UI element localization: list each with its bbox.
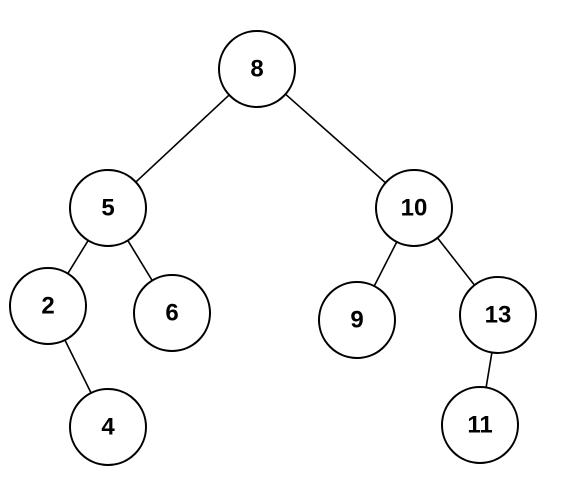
edge-n8-n10 [284,93,387,184]
node-label: 9 [350,307,363,334]
tree-node-2: 2 [9,267,87,345]
edge-n8-n5 [135,94,230,183]
tree-node-5: 5 [69,169,147,247]
nodes-layer: 8 5 10 2 6 9 13 4 11 [9,30,537,466]
edge-n5-n6 [127,239,153,282]
tree-node-11: 11 [441,386,519,464]
tree-node-13: 13 [459,276,537,354]
tree-node-8: 8 [218,30,296,108]
node-circle [9,267,87,345]
node-circle [441,386,519,464]
tree-node-9: 9 [318,281,396,359]
node-circle [318,281,396,359]
node-label: 13 [485,302,512,329]
node-label: 8 [250,56,263,83]
node-label: 10 [401,195,428,222]
edge-n10-n13 [436,237,476,286]
edge-n2-n4 [64,339,92,394]
node-label: 4 [101,414,115,441]
edge-n13-n11 [485,352,493,388]
tree-node-6: 6 [133,274,211,352]
node-circle [69,169,147,247]
node-label: 6 [165,300,178,327]
node-label: 5 [101,195,114,222]
node-label: 2 [41,293,54,320]
node-circle [459,276,537,354]
edges-layer [64,93,493,394]
tree-node-4: 4 [69,388,147,466]
node-circle [69,388,147,466]
node-circle [218,30,296,108]
node-label: 11 [467,412,492,439]
edge-n5-n2 [67,239,89,275]
node-circle [375,169,453,247]
tree-node-10: 10 [375,169,453,247]
node-circle [133,274,211,352]
edge-n10-n9 [373,241,398,287]
